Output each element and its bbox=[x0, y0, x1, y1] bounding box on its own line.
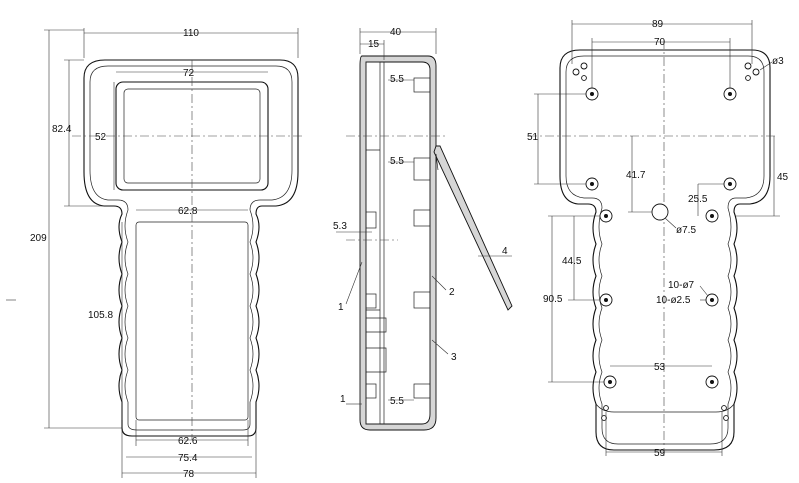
back-view: 89 70 ø3 51 41.7 45 25.5 ø7.5 44.5 90.5 bbox=[527, 19, 789, 459]
back-body-inner bbox=[565, 55, 765, 445]
mount-holes bbox=[585, 87, 737, 389]
dim-boss-bottom: 5.5 bbox=[390, 396, 404, 407]
back-body-outline bbox=[559, 49, 771, 451]
callout-1: 1 bbox=[338, 302, 344, 313]
dim-corner-hole: ø3 bbox=[772, 56, 784, 67]
dim-overall-width: 110 bbox=[183, 28, 199, 39]
dim-grip-outer-width: 75.4 bbox=[178, 453, 198, 464]
side-bosses bbox=[365, 77, 431, 399]
dim-rim: 1 bbox=[340, 394, 346, 405]
dim-grip-top-width: 62.8 bbox=[178, 206, 198, 217]
side-body-section bbox=[359, 55, 437, 431]
dim-head-height: 82.4 bbox=[52, 124, 72, 135]
dim-offset-b: 45 bbox=[777, 172, 789, 183]
front-body-inner bbox=[89, 65, 293, 431]
boss-spec-2: 10-ø2.5 bbox=[656, 295, 691, 306]
center-hole bbox=[651, 203, 669, 221]
callout-2: 2 bbox=[449, 287, 455, 298]
callout-4: 4 bbox=[502, 246, 508, 257]
side-stand-leg bbox=[433, 145, 513, 311]
dim-depth: 40 bbox=[390, 27, 402, 38]
side-view: 40 15 5.5 5.5 5.5 5.3 1 1 2 3 4 bbox=[333, 27, 513, 431]
dim-lip: 5.3 bbox=[333, 221, 347, 232]
dim-window-width: 72 bbox=[183, 68, 195, 79]
dim-mount-inner: 70 bbox=[654, 37, 666, 48]
dim-boss-mid: 5.5 bbox=[390, 156, 404, 167]
dim-grip-bottom-width: 62.6 bbox=[178, 436, 198, 447]
dim-center-hole: ø7.5 bbox=[676, 225, 696, 236]
dim-front-depth: 15 bbox=[368, 39, 380, 50]
dim-head-hole-span: 51 bbox=[527, 132, 539, 143]
dim-bottom-hole-span: 53 bbox=[654, 362, 666, 373]
dim-grip-hole-span: 44.5 bbox=[562, 256, 582, 267]
dim-overall-height: 209 bbox=[30, 233, 47, 244]
dim-boss-top: 5.5 bbox=[390, 74, 404, 85]
dim-window-height: 52 bbox=[95, 132, 107, 143]
front-view: 110 72 52 82.4 209 62.8 105.8 62.6 75.4 … bbox=[6, 28, 302, 480]
boss-spec-1: 10-ø7 bbox=[668, 280, 695, 291]
callout-3: 3 bbox=[451, 352, 457, 363]
dim-base-span: 59 bbox=[654, 448, 666, 459]
dim-grip-base-width: 78 bbox=[183, 469, 195, 480]
dim-grip-panel-height: 105.8 bbox=[88, 310, 113, 321]
dim-offset-a: 41.7 bbox=[626, 170, 646, 181]
dim-offset-c: 25.5 bbox=[688, 194, 708, 205]
corner-holes bbox=[572, 62, 760, 421]
dim-mount-outer: 89 bbox=[652, 19, 664, 30]
dim-grip-lower-span: 90.5 bbox=[543, 294, 563, 305]
